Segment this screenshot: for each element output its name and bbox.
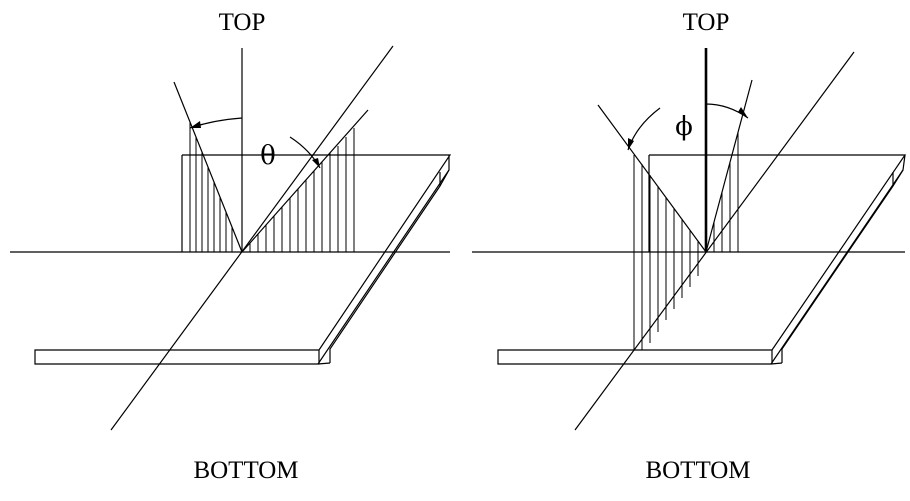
right-panel: TOP — [472, 9, 907, 484]
left-theta-arrowhead — [190, 121, 201, 128]
left-theta-arrowhead-right — [312, 158, 320, 168]
left-panel: TOP — [10, 9, 452, 484]
right-phi-arrowhead-left — [628, 138, 634, 150]
right-phi-arrowhead-right — [738, 107, 748, 118]
right-incident-ray — [597, 104, 707, 253]
left-hatch-incident — [189, 122, 233, 252]
right-phi-arc-left — [627, 107, 661, 151]
left-diagonal-axis — [110, 45, 394, 431]
right-top-label: TOP — [683, 9, 730, 36]
right-projected-ray — [705, 79, 753, 253]
right-bottom-label: BOTTOM — [645, 457, 750, 484]
right-hatch-projection — [713, 132, 739, 252]
left-theta-symbol: θ — [260, 141, 276, 171]
left-top-label: TOP — [219, 9, 266, 36]
right-plate — [497, 154, 907, 365]
left-projected-ray — [241, 109, 369, 253]
right-hatch-incident — [633, 155, 699, 350]
left-plate — [34, 154, 452, 365]
left-hatch-projection — [249, 128, 355, 252]
left-bottom-label: BOTTOM — [193, 457, 298, 484]
right-phi-symbol: ϕ — [675, 112, 693, 142]
